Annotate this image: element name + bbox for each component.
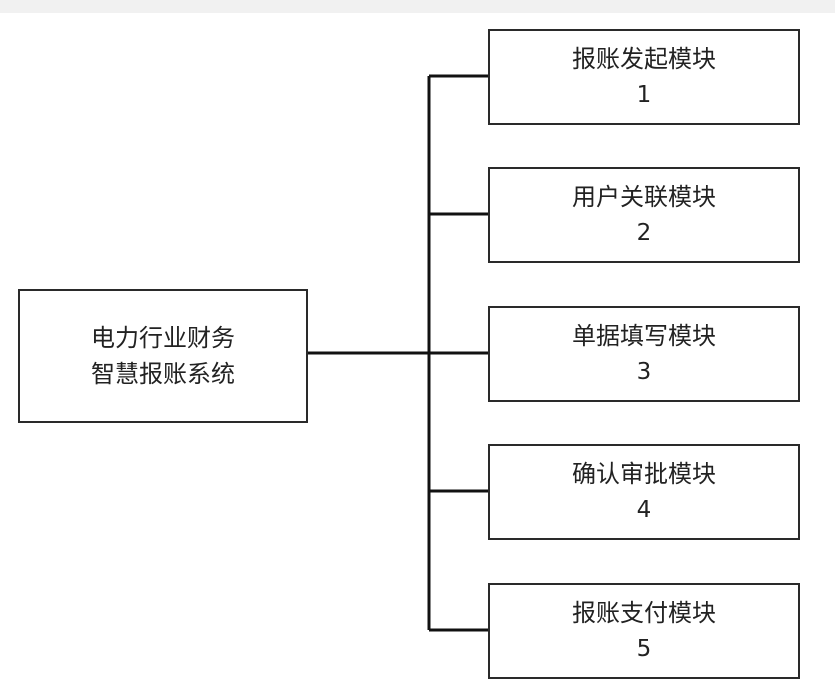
top-strip — [0, 0, 835, 13]
module-box-1: 报账发起模块 1 — [488, 29, 800, 125]
root-title-line-1: 电力行业财务 — [91, 324, 235, 352]
module-box-2: 用户关联模块 2 — [488, 167, 800, 263]
module-number: 4 — [636, 497, 652, 523]
module-box-3: 单据填写模块 3 — [488, 306, 800, 402]
module-box-5: 报账支付模块 5 — [488, 583, 800, 679]
module-number: 1 — [636, 82, 652, 108]
module-name: 用户关联模块 — [572, 183, 716, 211]
module-name: 报账发起模块 — [572, 45, 716, 73]
module-name: 报账支付模块 — [572, 599, 716, 627]
module-name: 确认审批模块 — [572, 460, 716, 488]
module-name: 单据填写模块 — [572, 322, 716, 350]
root-title-line-2: 智慧报账系统 — [91, 360, 235, 388]
module-number: 2 — [636, 220, 652, 246]
module-box-4: 确认审批模块 4 — [488, 444, 800, 540]
module-number: 3 — [636, 359, 652, 385]
root-system-box: 电力行业财务 智慧报账系统 — [18, 289, 308, 423]
module-number: 5 — [636, 636, 652, 662]
